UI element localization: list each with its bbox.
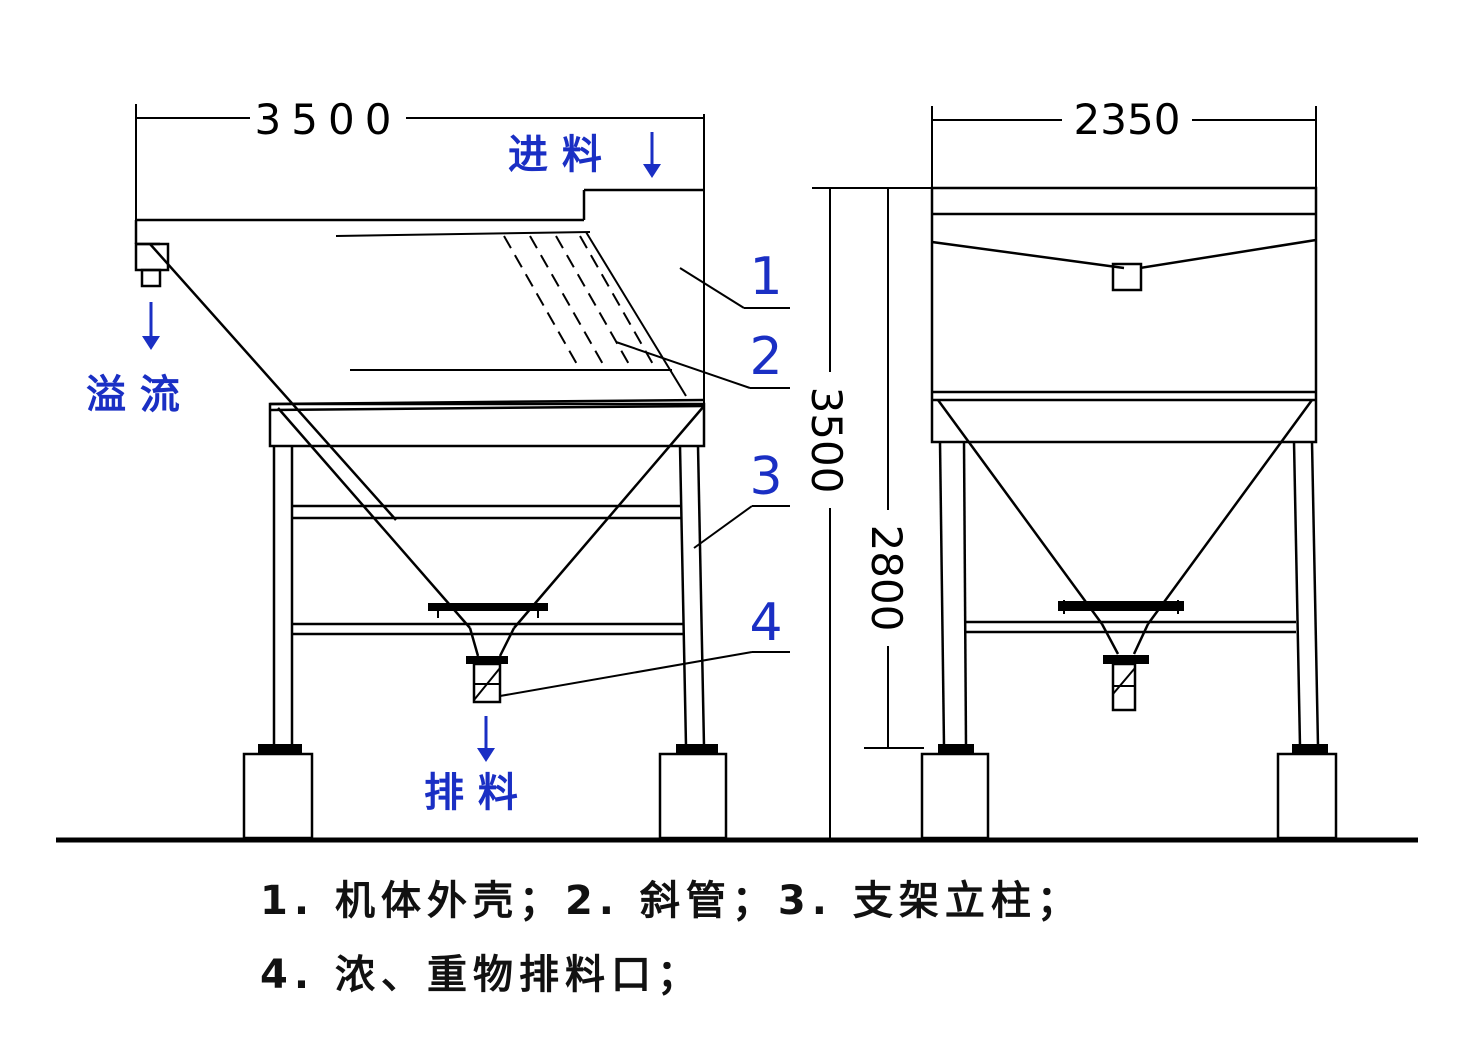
front-view: 3500 <box>86 95 790 840</box>
side-support <box>920 441 1338 840</box>
side-view: 2350 <box>920 95 1338 840</box>
callout-leaders <box>499 267 790 697</box>
feed-label: 进 料 <box>508 132 602 178</box>
discharge-arrow-icon <box>477 748 495 762</box>
support-height-label: 2800 <box>862 525 911 632</box>
callout-3: 3 <box>749 447 782 507</box>
tank-body <box>134 188 706 657</box>
side-discharge <box>1058 600 1184 712</box>
legend-line-2: 4. 浓、重物排料口； <box>260 952 703 998</box>
total-height-label: 3500 <box>802 387 851 494</box>
feed-arrow-icon <box>643 164 661 178</box>
side-width-dimension: 2350 <box>931 95 1317 190</box>
front-width-dimension: 3500 <box>135 95 705 410</box>
callout-4: 4 <box>749 593 782 653</box>
side-width-label: 2350 <box>1074 95 1181 144</box>
callout-1: 1 <box>749 247 782 307</box>
callout-2: 2 <box>749 327 782 387</box>
front-discharge <box>428 603 548 704</box>
front-support <box>242 445 728 840</box>
overflow-label: 溢 流 <box>86 372 180 418</box>
overflow-indicator: 溢 流 <box>86 302 180 418</box>
inclined-tubes <box>335 231 687 397</box>
legend-line-1: 1. 机体外壳；2. 斜管；3. 支架立柱； <box>260 878 1083 924</box>
height-dimensions: 3500 2800 <box>802 187 932 840</box>
discharge-label: 排 料 <box>424 770 518 816</box>
feed-indicator: 进 料 <box>508 132 661 178</box>
overflow-arrow-icon <box>142 336 160 350</box>
side-tank-body <box>930 186 1318 655</box>
discharge-indicator: 排 料 <box>424 716 518 816</box>
front-width-label: 3500 <box>255 95 402 144</box>
